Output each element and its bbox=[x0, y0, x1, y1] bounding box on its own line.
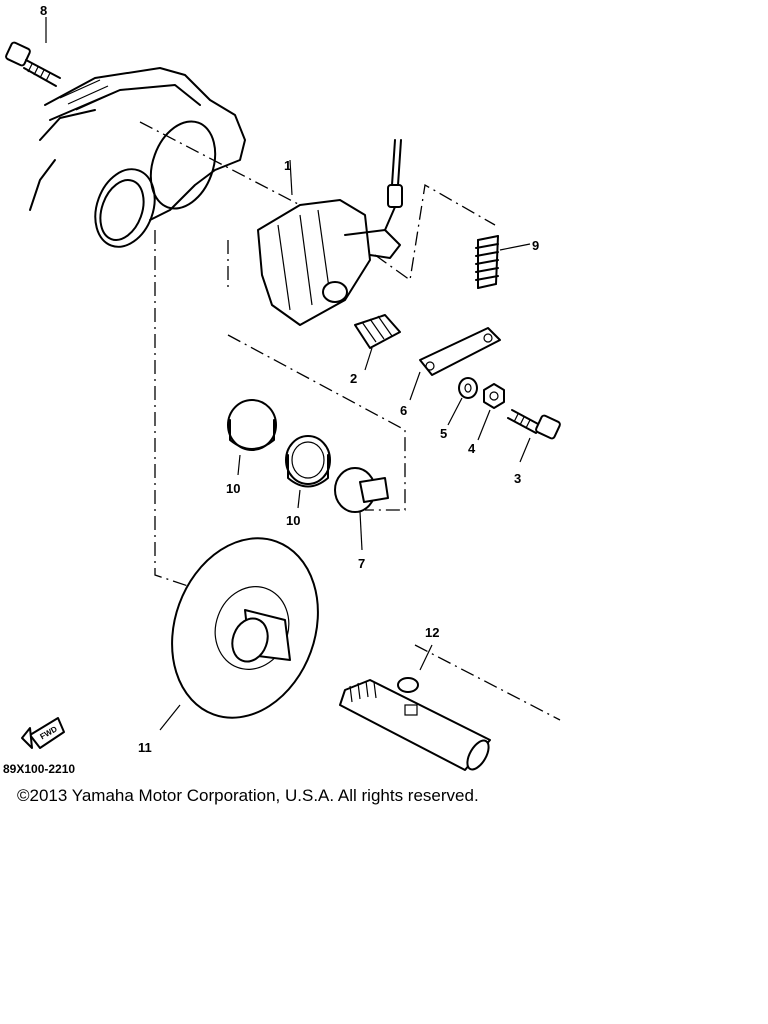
callout-1: 1 bbox=[284, 158, 291, 173]
callout-10-upper: 10 bbox=[226, 481, 240, 496]
callout-5: 5 bbox=[440, 426, 447, 441]
adjuster-2 bbox=[354, 314, 401, 371]
caliper-body bbox=[257, 159, 401, 326]
callout-2: 2 bbox=[350, 371, 357, 386]
fwd-arrow-icon: FWD bbox=[21, 717, 65, 749]
callout-4: 4 bbox=[468, 441, 476, 456]
lever-plate-6 bbox=[409, 327, 501, 401]
bolt-3 bbox=[507, 409, 561, 463]
assembly-lines bbox=[139, 121, 561, 721]
engine-housing bbox=[29, 67, 246, 248]
key-12 bbox=[397, 644, 433, 693]
callout-10-lower: 10 bbox=[286, 513, 300, 528]
drawing-code: 89X100-2210 bbox=[3, 762, 75, 776]
brake-pad-10-lower bbox=[285, 435, 331, 509]
nut-4 bbox=[477, 383, 505, 441]
copyright-notice: ©2013 Yamaha Motor Corporation, U.S.A. A… bbox=[17, 786, 479, 805]
piston-7 bbox=[334, 467, 389, 551]
washer-5 bbox=[447, 377, 478, 426]
callout-8: 8 bbox=[40, 3, 47, 18]
callout-6: 6 bbox=[400, 403, 407, 418]
callout-3: 3 bbox=[514, 471, 521, 486]
callout-12: 12 bbox=[425, 625, 439, 640]
brake-cable bbox=[384, 139, 403, 231]
spring-9 bbox=[475, 235, 531, 289]
bolt-8 bbox=[5, 17, 61, 87]
callout-9: 9 bbox=[532, 238, 539, 253]
callout-7: 7 bbox=[358, 556, 365, 571]
callout-11: 11 bbox=[138, 740, 152, 755]
brake-pad-10-upper bbox=[227, 399, 277, 476]
brake-disc-11 bbox=[159, 537, 319, 731]
shaft bbox=[339, 679, 491, 771]
